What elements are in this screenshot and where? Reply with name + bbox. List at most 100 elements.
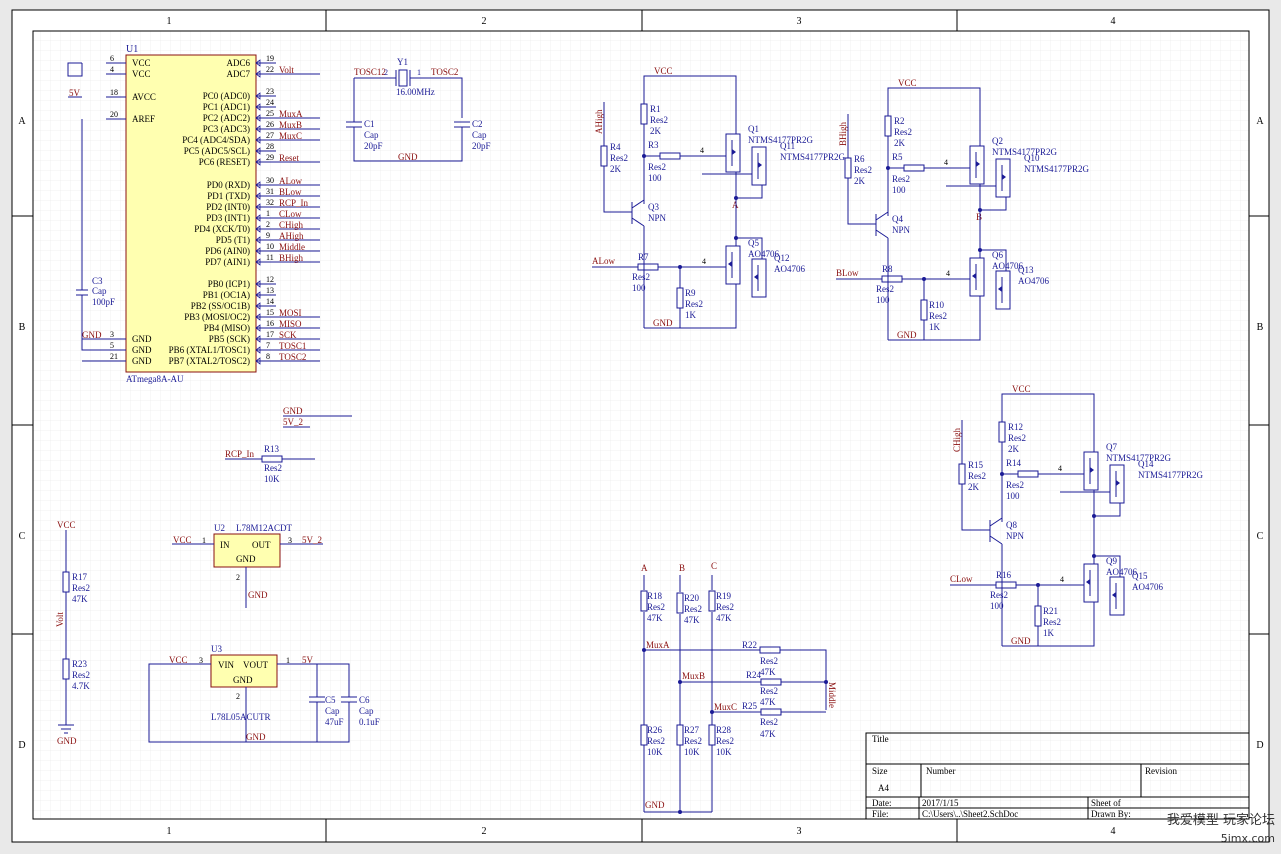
r19-ref: R19 <box>716 591 732 601</box>
zone-row-d-right: D <box>1256 740 1263 751</box>
b-rgl-val: 100 <box>876 295 890 305</box>
crystal-net2: TOSC2 <box>431 67 458 77</box>
u1-left-pin-num: 3 <box>110 330 114 339</box>
b-rb-ref: R6 <box>854 154 865 164</box>
u1-net-label: TOSC1 <box>279 341 306 351</box>
u3-in-net: VCC <box>169 655 188 665</box>
tb-date: Date: <box>872 798 892 808</box>
c-rb-ref: R15 <box>968 460 984 470</box>
u3-regulator[interactable]: U3 L78L05ACUTR VIN VOUT GND 3 1 2 VCC 5V… <box>148 644 380 743</box>
u1-right-pin-name: PD6 (AIN0) <box>205 246 250 256</box>
volt-divider[interactable]: VCC GND Volt R17 Res2 47K R23 Res2 4.7K <box>55 520 90 746</box>
u1-right-pin-name: PC4 (ADC4/SDA) <box>182 135 250 145</box>
c-rg-ref: R14 <box>1006 458 1022 468</box>
c1-ref: C1 <box>364 119 375 129</box>
u1-net-label: TOSC2 <box>279 352 306 362</box>
u1-designator: U1 <box>126 44 138 55</box>
u3-pin3: 3 <box>199 656 203 665</box>
u2-gnd: GND <box>236 554 256 564</box>
u1-right-pin-name: PC2 (ADC2) <box>203 113 250 123</box>
c-qh2-ref: Q14 <box>1138 459 1154 469</box>
c-vcc-label: VCC <box>1012 384 1031 394</box>
u3-part: L78L05ACUTR <box>211 712 271 722</box>
r19-val: 47K <box>716 613 732 623</box>
u1-net-label: MOSI <box>279 308 302 318</box>
u1-left-pin-num: 4 <box>110 65 114 74</box>
tb-size: Size <box>872 766 888 776</box>
u1-net-label: CLow <box>279 209 302 219</box>
u1-right-pin-name: PB5 (SCK) <box>209 334 250 344</box>
u1-net-label: SCK <box>279 330 297 340</box>
a-rb-val: 2K <box>610 164 622 174</box>
a-gnd-label: GND <box>653 318 673 328</box>
r24-type: Res2 <box>760 686 778 696</box>
u1-right-pin-name: PD2 (INT0) <box>206 202 250 212</box>
b-rpd-val: 1K <box>929 322 941 332</box>
u1-right-pin-num: 31 <box>266 187 274 196</box>
c-rb-val: 2K <box>968 482 980 492</box>
b-npn-ref: Q4 <box>892 214 903 224</box>
r20-val: 47K <box>684 615 700 625</box>
b-rg-val: 100 <box>892 185 906 195</box>
a-rpd-val: 1K <box>685 310 697 320</box>
watermark-line2: 5imx.com <box>1220 832 1275 845</box>
c-rgl-val: 100 <box>990 601 1004 611</box>
u1-right-pin-name: PB4 (MISO) <box>204 323 250 333</box>
u1-right-pin-name: PD1 (TXD) <box>207 191 250 201</box>
r27-type: Res2 <box>684 736 702 746</box>
crystal-labels: TOSC12 TOSC2 Y1 16.00MHz 2 1 GND C1 Cap … <box>354 57 491 162</box>
c6-type: Cap <box>359 706 374 716</box>
c-rpu-val: 2K <box>1008 444 1020 454</box>
crystal-circuit[interactable] <box>346 69 470 162</box>
title-block <box>865 732 1250 820</box>
b-ql2-ref: Q13 <box>1018 265 1034 275</box>
y1-pin2: 2 <box>384 68 388 77</box>
u1-right-pin-num: 25 <box>266 109 274 118</box>
zone-col-1: 1 <box>167 16 172 27</box>
b-high-label: BHigh <box>838 121 848 146</box>
half-bridge-a[interactable]: VCCR1Res22KAHighR4Res22KQ3NPNR3Res21004Q… <box>592 66 846 329</box>
r13-resistor[interactable]: RCP_In R13 Res2 10K <box>225 444 315 484</box>
b-qh2-ref: Q10 <box>1024 153 1040 163</box>
u1-5v-net: 5V <box>69 88 81 98</box>
divider-net: Volt <box>55 612 65 627</box>
u1-right-pin-name: PB1 (OC1A) <box>203 290 250 300</box>
u1-right-pin-num: 19 <box>266 54 274 63</box>
r23-type: Res2 <box>72 670 90 680</box>
c-rg-type: Res2 <box>1006 480 1024 490</box>
c-npn-ref: Q8 <box>1006 520 1017 530</box>
half-bridge-c[interactable]: VCCR12Res22KCHighR15Res22KQ8NPNR14Res210… <box>950 384 1204 647</box>
a-rgl-ref: R7 <box>638 252 649 262</box>
c-rpd-val: 1K <box>1043 628 1055 638</box>
c-gnd-label: GND <box>1011 636 1031 646</box>
r24-ref: R24 <box>746 670 762 680</box>
u1-right-pin-num: 9 <box>266 231 270 240</box>
half-bridge-b[interactable]: VCCR2Res22KBHighR6Res22KQ4NPNR5Res21004Q… <box>836 78 1090 341</box>
c-npn-type: NPN <box>1006 531 1025 541</box>
u1-net-label: BLow <box>279 187 302 197</box>
u1-right-pin-name: PB7 (XTAL2/TOSC2) <box>169 356 250 366</box>
bemf-network[interactable]: A B C MuxA MuxB MuxC Middle GND R18 Res2… <box>640 561 837 814</box>
u1-right-pin-num: 11 <box>266 253 274 262</box>
c3-val: 100pF <box>92 297 115 307</box>
u1-right-pin-num: 17 <box>266 330 274 339</box>
r28-val: 10K <box>716 747 732 757</box>
u1-right-pin-num: 8 <box>266 352 270 361</box>
b-rpd-ref: R10 <box>929 300 945 310</box>
zone-col-2: 2 <box>482 16 487 27</box>
r17-type: Res2 <box>72 583 90 593</box>
u1-right-pin-name: PD3 (INT1) <box>206 213 250 223</box>
u1-right-pin-name: PC0 (ADC0) <box>203 91 250 101</box>
u2-in: IN <box>220 540 230 550</box>
r13-ref: R13 <box>264 444 280 454</box>
u2-vin-net: VCC <box>173 535 192 545</box>
tb-file-val: C:\Users\..\Sheet2.SchDoc <box>922 809 1018 819</box>
b-qh1-ref: Q2 <box>992 136 1003 146</box>
c-gate-hi: 4 <box>1058 464 1062 473</box>
u1-net-label: MuxA <box>279 109 303 119</box>
u2-regulator[interactable]: U2 L78M12ACDT IN OUT GND 1 3 2 VCC 5V_2 … <box>172 523 323 608</box>
u3-pin2: 2 <box>236 692 240 701</box>
a-rpu-type: Res2 <box>650 115 668 125</box>
